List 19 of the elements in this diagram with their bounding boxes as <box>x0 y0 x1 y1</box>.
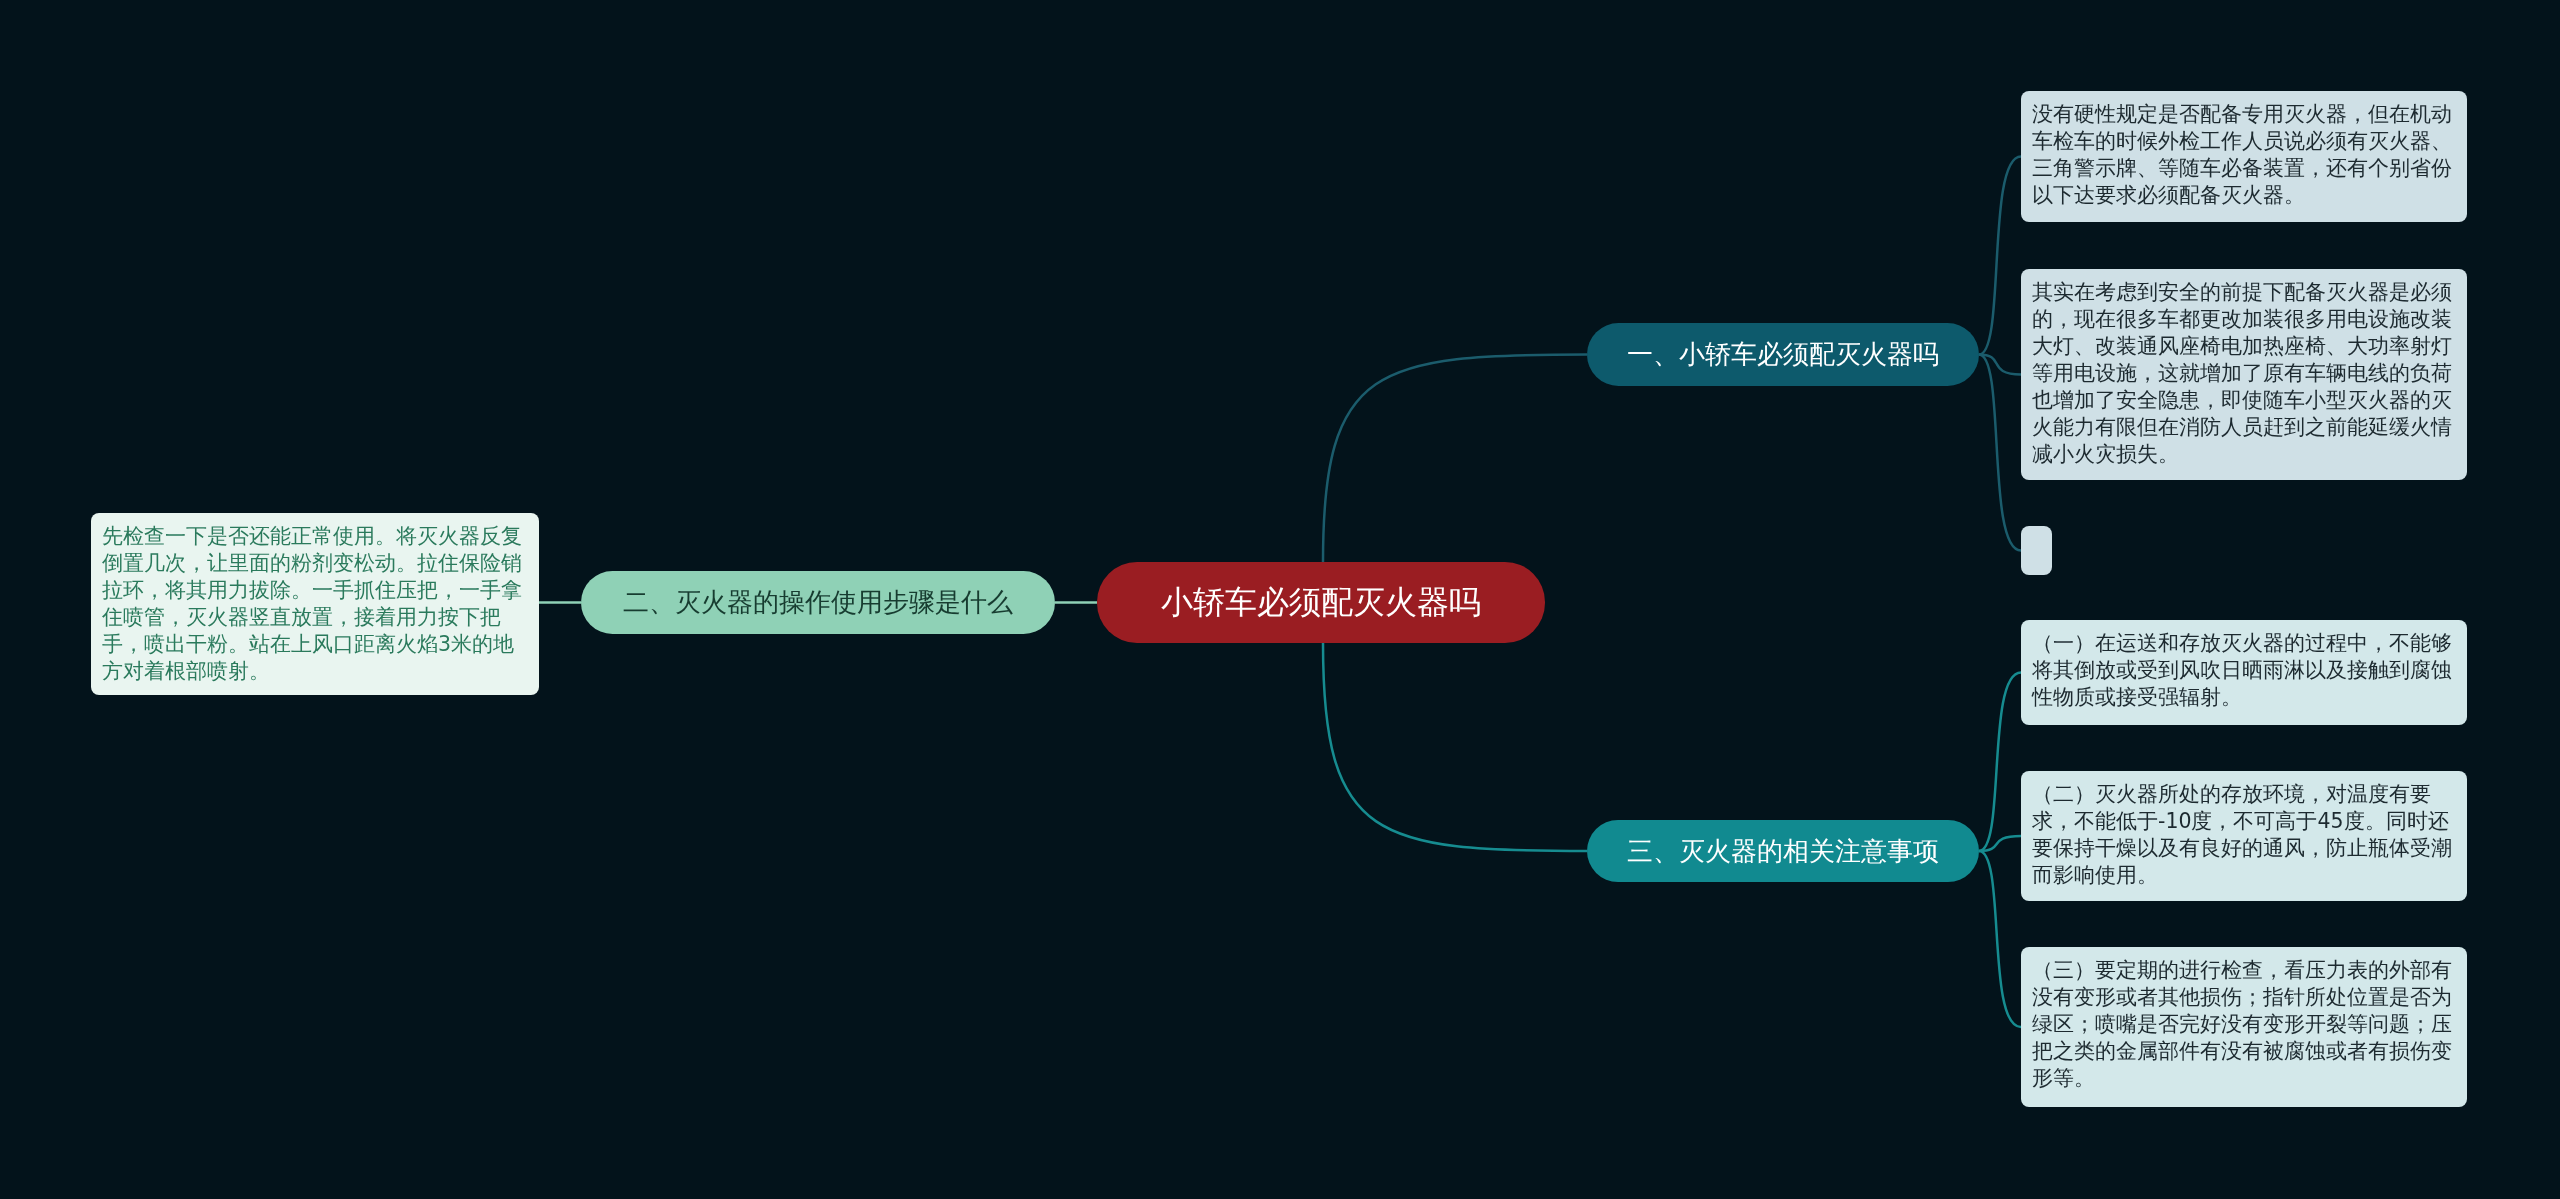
topic-box: 一、小轿车必须配灭火器吗 <box>1587 323 1979 386</box>
note-card: （三）要定期的进行检查，看压力表的外部有没有变形或者其他损伤；指针所处位置是否为绿区；喷嘴是否完好没有变形开裂等问题；压把之类的金属部件有没有被腐蚀或者有损伤变形等。 <box>2021 947 2467 1107</box>
empty-card <box>2021 526 2052 575</box>
connector <box>1978 849 2022 1029</box>
connector <box>539 601 581 604</box>
connector <box>1978 671 2022 853</box>
topic-box: 二、灭火器的操作使用步骤是什么 <box>581 571 1055 634</box>
connector <box>1978 155 2022 356</box>
note-card: 没有硬性规定是否配备专用灭火器，但在机动车检车的时候外检工作人员说必须有灭火器、三角警示牌、等随车必备装置，还有个别省份以下达要求必须配备灭火器。 <box>2021 91 2467 222</box>
connector <box>1321 642 1587 853</box>
connector <box>1978 353 2022 552</box>
central-topic: 小轿车必须配灭火器吗 <box>1097 562 1545 643</box>
topic-box: 三、灭火器的相关注意事项 <box>1587 820 1979 882</box>
note-card: （一）在运送和存放灭火器的过程中，不能够将其倒放或受到风吹日晒雨淋以及接触到腐蚀性物质或接受强辐射。 <box>2021 620 2467 725</box>
connector <box>1321 353 1587 563</box>
connector <box>1055 601 1097 604</box>
note-card: 其实在考虑到安全的前提下配备灭火器是必须的，现在很多车都更改加装很多用电设施改装大灯、改装通风座椅电加热座椅、大功率射灯等用电设施，这就增加了原有车辆电线的负荷也增加了安全隐患，即使随车小型灭火器的灭火能力有限但在消防人员赶到之前能延缓火情减小火灾损失。 <box>2021 269 2467 480</box>
note-card: 先检查一下是否还能正常使用。将灭火器反复倒置几次，让里面的粉剂变松动。拉住保险销拉环，将其用力拔除。一手抓住压把，一手拿住喷管，灭火器竖直放置，接着用力按下把手，喷出干粉。站在上风口距离火焰3米的地方对着根部喷射。 <box>91 513 539 695</box>
note-card: （二）灭火器所处的存放环境，对温度有要求，不能低于-10度，不可高于45度。同时还要保持干燥以及有良好的通风，防止瓶体受潮而影响使用。 <box>2021 771 2467 901</box>
